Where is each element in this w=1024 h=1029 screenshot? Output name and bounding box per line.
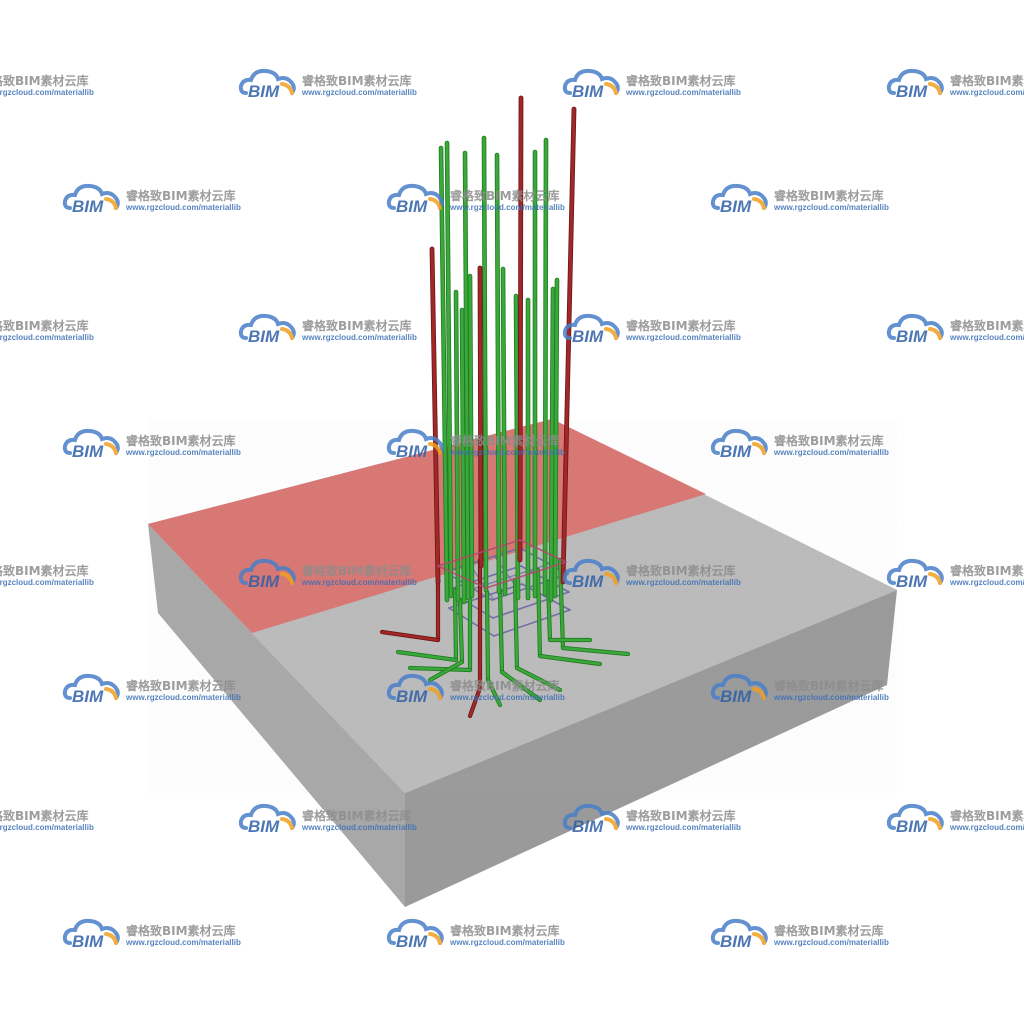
anchor-leg-bend-8 bbox=[538, 654, 602, 666]
top-tie-ring-edge-1 bbox=[437, 539, 521, 567]
vertical-rebar-green-2 bbox=[445, 141, 453, 598]
vertical-rebar-green-12 bbox=[549, 287, 555, 602]
vertical-rebar-green-3 bbox=[454, 290, 460, 602]
anchor-leg-vertical-9 bbox=[546, 580, 552, 642]
vertical-rebar-green-1 bbox=[439, 146, 449, 602]
top-tie-ring-edge-3 bbox=[485, 561, 567, 589]
anchor-leg-vertical-10 bbox=[485, 590, 490, 682]
anchor-leg-bend-3 bbox=[561, 646, 630, 656]
anchor-leg-bend-6 bbox=[500, 670, 542, 702]
vertical-rebar-green-6 bbox=[482, 136, 488, 592]
anchor-leg-bend-1 bbox=[380, 630, 440, 642]
anchor-leg-bend-4 bbox=[408, 666, 472, 672]
vertical-rebar-red-4 bbox=[561, 107, 576, 584]
vertical-rebar-red-1 bbox=[430, 247, 440, 584]
anchor-leg-vertical-7 bbox=[513, 578, 519, 670]
vertical-rebar-green-13 bbox=[553, 278, 559, 598]
anchor-leg-bend-2 bbox=[468, 686, 482, 718]
anchor-leg-vertical-6 bbox=[498, 588, 504, 674]
vertical-rebar-green-4 bbox=[463, 151, 470, 600]
vertical-rebar-green-14 bbox=[460, 308, 466, 604]
footing-left-face bbox=[148, 524, 405, 907]
top-tie-ring-edge-2 bbox=[519, 539, 567, 563]
anchor-leg-vertical-3 bbox=[558, 558, 565, 650]
anchor-leg-vertical-8 bbox=[536, 568, 542, 658]
anchor-leg-bend-7 bbox=[515, 666, 562, 692]
vertical-rebar-red-2 bbox=[478, 266, 483, 568]
stirrup-3-edge-3 bbox=[493, 609, 571, 637]
vertical-rebar-green-11 bbox=[543, 138, 548, 596]
top-tie-ring-edge-4 bbox=[437, 565, 487, 589]
anchor-leg-bend-10 bbox=[486, 678, 502, 707]
vertical-rebar-green-8 bbox=[501, 267, 507, 596]
anchor-leg-vertical-5 bbox=[453, 588, 458, 662]
vertical-rebar-red-3 bbox=[518, 96, 523, 562]
footing-right-face bbox=[405, 590, 897, 907]
vertical-rebar-green-7 bbox=[495, 153, 501, 594]
anchor-leg-bend-5 bbox=[396, 650, 458, 662]
anchor-leg-vertical-11 bbox=[458, 598, 464, 664]
vertical-rebar-green-5 bbox=[468, 274, 474, 598]
column-rebar-cage bbox=[379, 95, 631, 719]
